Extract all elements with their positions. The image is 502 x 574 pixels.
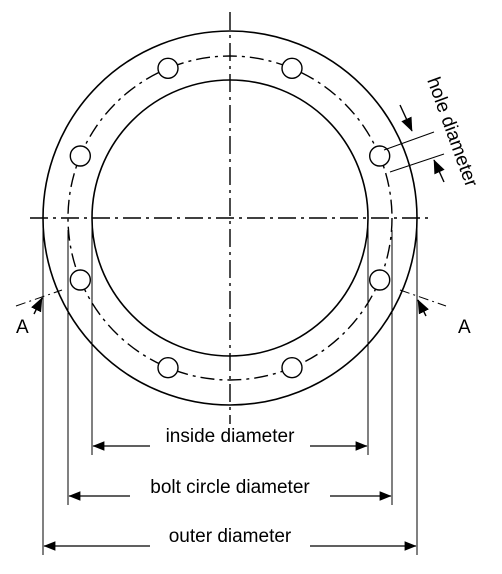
outer-diameter-label: outer diameter <box>169 526 292 547</box>
bolt-hole <box>69 145 92 167</box>
bolt-hole <box>369 269 391 291</box>
bolt-hole <box>157 357 179 379</box>
section-cut-right <box>399 289 447 307</box>
hole-arrow-upper <box>399 104 413 132</box>
inside-diameter-label: inside diameter <box>166 426 296 447</box>
section-line-a: A A <box>15 289 471 338</box>
hole-diameter-callout: hole diameter <box>383 75 482 191</box>
bolt-hole <box>69 269 92 291</box>
bolt-hole <box>369 145 391 167</box>
bolt-circle <box>67 55 393 381</box>
bolt-hole <box>157 57 179 80</box>
hole-arrow-lower <box>433 159 445 183</box>
bolt-hole <box>281 357 303 379</box>
bolt-hole <box>281 57 303 80</box>
section-label-right: A <box>458 317 471 338</box>
bolt-holes <box>69 57 391 379</box>
section-label-left: A <box>16 317 29 338</box>
inside-label-bg <box>150 424 310 448</box>
outer-label-bg <box>150 523 310 547</box>
bolt-label-bg <box>130 474 330 498</box>
section-arrow-left <box>31 297 43 315</box>
section-arrow-right <box>417 299 429 317</box>
bolt-circle-diameter-label: bolt circle diameter <box>150 477 310 498</box>
